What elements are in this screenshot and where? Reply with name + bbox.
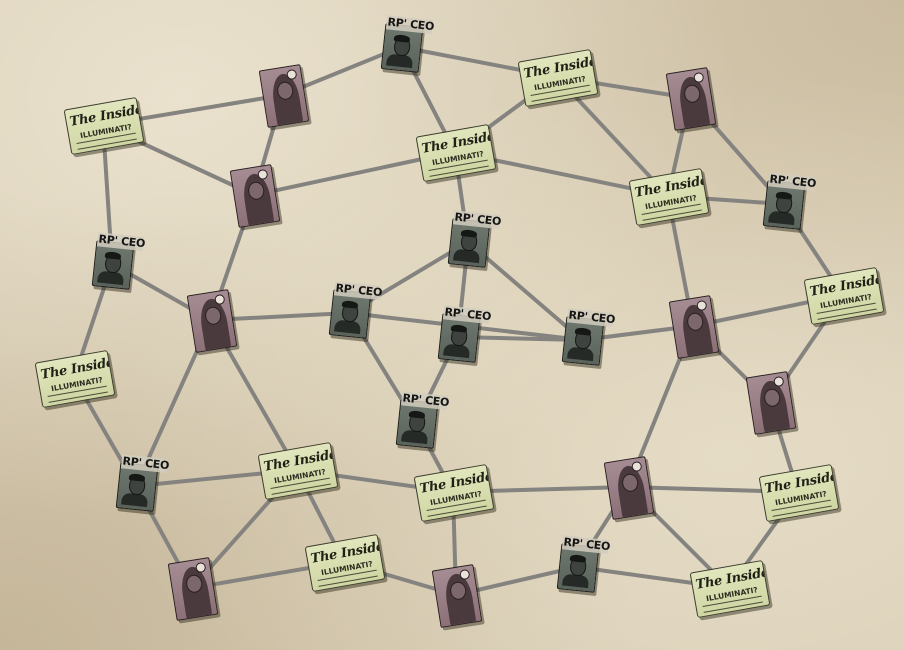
ceo-card[interactable]: RP' CEO <box>91 232 146 290</box>
ceo-card[interactable]: RP' CEO <box>395 391 450 449</box>
pin-icon <box>693 71 705 84</box>
ceo-card[interactable]: RP' CEO <box>561 308 616 366</box>
connection-line <box>456 335 584 342</box>
ceo-card[interactable]: RP' CEO <box>328 281 383 339</box>
pin-icon <box>773 375 785 388</box>
pin-icon <box>257 168 269 181</box>
ceo-card[interactable]: RP' CEO <box>762 172 817 230</box>
pin-icon <box>696 299 708 312</box>
pin-icon <box>214 293 226 306</box>
pin-icon <box>286 68 298 81</box>
pin-icon <box>195 561 207 574</box>
hooded-figure-card[interactable] <box>167 557 219 621</box>
ceo-card[interactable]: RP' CEO <box>437 305 492 363</box>
ceo-card[interactable]: RP' CEO <box>380 15 435 73</box>
pin-icon <box>459 568 471 581</box>
ceo-card[interactable]: RP' CEO <box>447 210 502 268</box>
hooded-figure-card[interactable] <box>665 67 717 131</box>
hooded-figure-card[interactable] <box>258 64 310 128</box>
hooded-figure-card[interactable] <box>668 295 720 359</box>
hooded-figure-card[interactable] <box>229 164 281 228</box>
ceo-card[interactable]: RP' CEO <box>556 535 611 593</box>
pin-icon <box>631 460 643 473</box>
hooded-figure-card[interactable] <box>745 371 797 435</box>
hooded-figure-card[interactable] <box>603 456 655 520</box>
hooded-figure-card[interactable] <box>186 289 238 353</box>
hooded-figure-card[interactable] <box>431 564 483 628</box>
ceo-card[interactable]: RP' CEO <box>115 454 170 512</box>
connection-line <box>209 311 351 322</box>
connection-line <box>466 240 584 342</box>
